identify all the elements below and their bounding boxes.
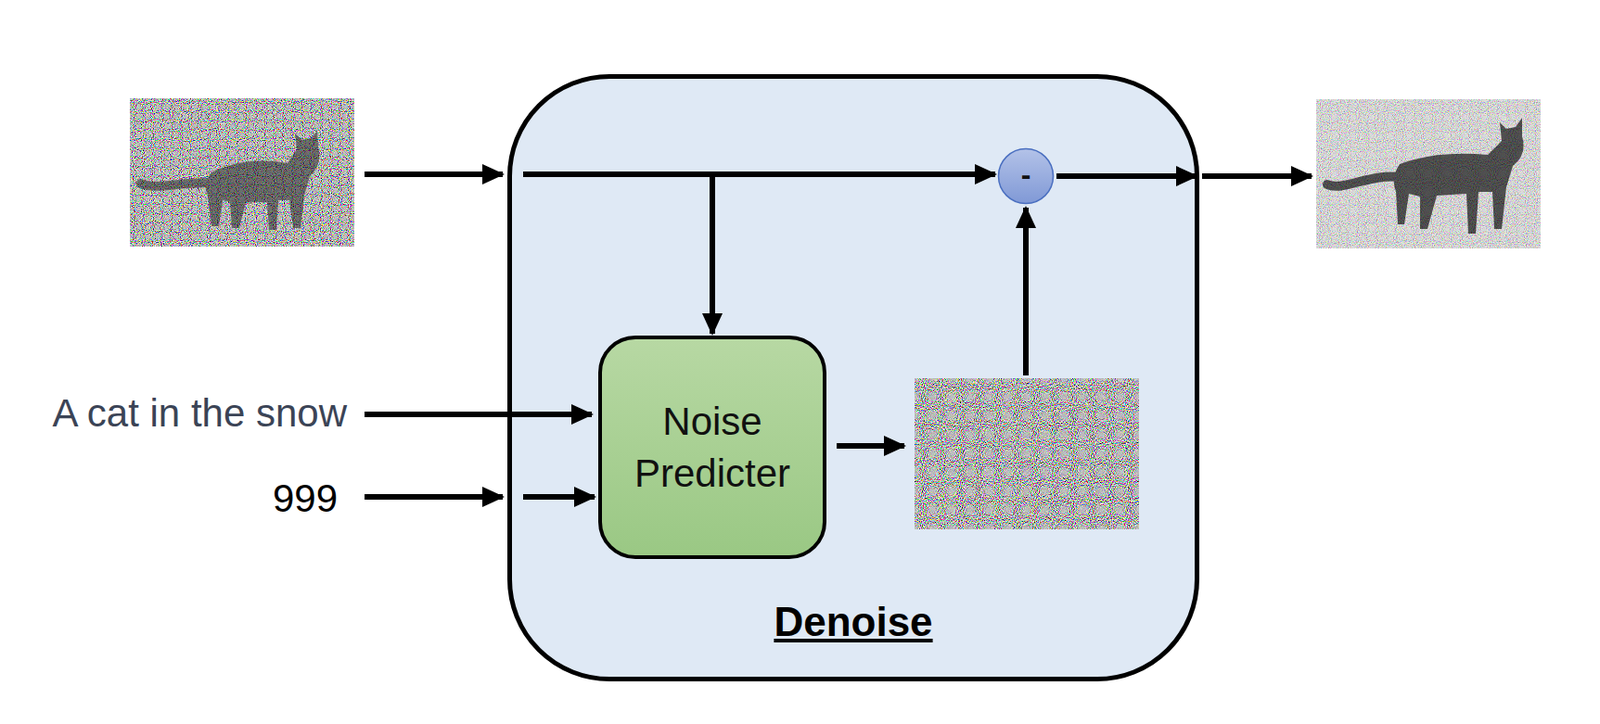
denoised-output-image (1316, 99, 1541, 249)
noise-predictor-box: Noise Predicter (598, 335, 827, 560)
prompt-text: A cat in the snow (51, 391, 347, 436)
box-label: Noise Predicter (627, 396, 797, 500)
cat-silhouette (1327, 117, 1524, 234)
step-number: 999 (272, 476, 338, 522)
input-arrow (364, 171, 503, 178)
circle-shape (998, 149, 1054, 205)
denoise-box: Denoise Noise Predicter - (507, 74, 1200, 682)
box-label: - (1021, 159, 1032, 190)
box-title: Denoise (773, 599, 933, 645)
title-wrap: Denoise (512, 599, 1195, 646)
noisy-input-image (129, 98, 355, 247)
subtract-circle: - (997, 147, 1055, 205)
noise-texture (129, 98, 355, 247)
output-arrow (1202, 173, 1312, 180)
noise-overlay (1316, 99, 1541, 249)
cat-silhouette (140, 130, 320, 231)
snow-background (1316, 99, 1541, 249)
step-arrow (364, 494, 503, 500)
noise-texture (1316, 99, 1541, 249)
